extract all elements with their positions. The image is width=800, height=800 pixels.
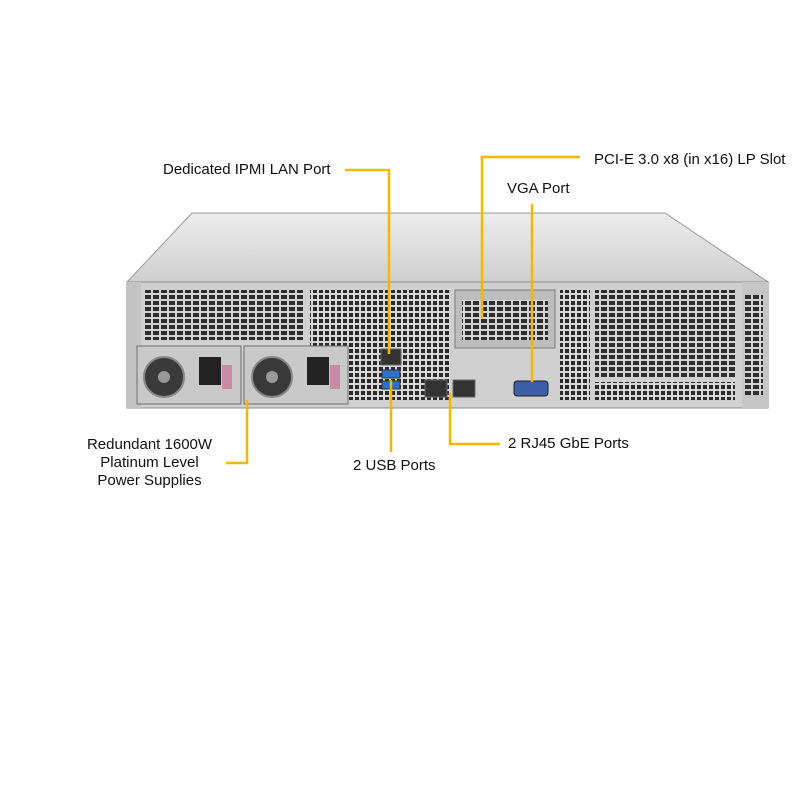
psu-2 (243, 345, 349, 405)
callout-psu-line-1: Redundant 1600W (86, 436, 213, 453)
right-lower-vent (595, 382, 735, 400)
vga-port (513, 380, 549, 397)
right-expansion-slots (595, 290, 735, 378)
callout-usb-label: 2 USB Ports (353, 457, 436, 474)
chassis-right-vent (745, 295, 763, 395)
psu-1 (136, 345, 242, 405)
callout-line-pcie (480, 155, 580, 318)
ipmi-lan-port (380, 348, 402, 366)
chassis-top (125, 212, 770, 283)
center-vent-grid-right (560, 290, 590, 400)
callout-psu-line-3: Power Supplies (97, 472, 202, 489)
callout-psu-label: Redundant 1600W Platinum Level Power Sup… (72, 436, 227, 490)
rj45-port-2 (452, 379, 476, 398)
callout-lines (226, 155, 580, 465)
callout-line-ipmi (345, 168, 391, 354)
left-upper-vent (144, 290, 304, 340)
callout-rj45-label: 2 RJ45 GbE Ports (508, 435, 629, 452)
callout-psu-line-2: Platinum Level (100, 454, 199, 471)
callout-vga-label: VGA Port (507, 180, 570, 197)
pcie-slot-vent (462, 300, 548, 340)
callout-line-psu (226, 400, 249, 465)
callout-ipmi-label: Dedicated IPMI LAN Port (163, 161, 331, 178)
rj45-port-1 (424, 379, 448, 398)
callout-line-rj45 (448, 393, 500, 446)
usb-port-1 (381, 369, 401, 379)
callout-pcie-label: PCI-E 3.0 x8 (in x16) LP Slot (594, 151, 786, 168)
